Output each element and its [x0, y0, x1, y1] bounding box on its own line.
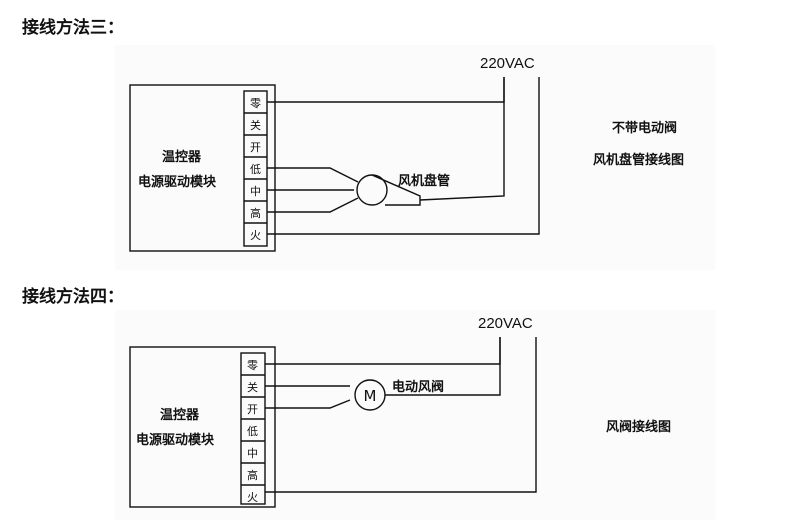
wire-high-1 — [267, 197, 359, 213]
terminal-label: 开 — [250, 141, 261, 154]
diagram-panel-1 — [115, 45, 715, 270]
terminal-label: 关 — [250, 118, 261, 132]
terminal-label: 中 — [250, 185, 261, 198]
fan-coil-outlet — [371, 174, 421, 206]
section-heading-4: 接线方法四： — [22, 287, 124, 307]
terminal-label: 中 — [247, 447, 258, 460]
terminal-label: 零 — [247, 359, 258, 372]
caption-1b: 风机盘管接线图 — [593, 152, 684, 168]
controller-label-1a: 温控器 — [162, 149, 202, 165]
live-wire-2 — [265, 337, 537, 493]
terminal-strip-2 — [240, 352, 266, 505]
motor-common-wire-2 — [385, 337, 501, 396]
controller-label-2b: 电源驱动模块 — [136, 432, 215, 448]
terminal-label: 低 — [250, 163, 261, 176]
terminal-label: 火 — [250, 229, 261, 242]
terminal-label: 火 — [247, 491, 258, 504]
motor-symbol: M — [364, 387, 377, 405]
fan-common-wire-1 — [419, 77, 505, 201]
wire-open-2 — [265, 399, 351, 409]
wire-low-1 — [267, 167, 359, 183]
diagram-panel-2 — [115, 310, 715, 520]
supply-label-1: 220VAC — [480, 55, 535, 72]
terminal-label: 低 — [247, 425, 258, 438]
terminal-label: 关 — [247, 380, 258, 394]
neutral-wire-1 — [267, 77, 505, 103]
supply-label-2: 220VAC — [478, 315, 533, 332]
caption-1a: 不带电动阀 — [612, 120, 677, 136]
section-heading-3: 接线方法三： — [22, 18, 124, 38]
controller-box-2 — [129, 346, 276, 508]
controller-label-1b: 电源驱动模块 — [138, 174, 217, 190]
neutral-wire-2 — [265, 337, 501, 365]
terminal-labels-2: 零 关 开 低 中 高 火 — [247, 359, 258, 504]
terminal-labels-1: 零 关 开 低 中 高 火 — [250, 97, 261, 242]
controller-label-2a: 温控器 — [160, 407, 200, 423]
terminal-label: 高 — [250, 206, 261, 220]
device-label-2: 电动风阀 — [392, 379, 444, 395]
caption-2: 风阀接线图 — [606, 419, 671, 435]
terminal-label: 高 — [247, 468, 258, 482]
terminal-label: 开 — [247, 403, 258, 416]
device-label-1: 风机盘管 — [398, 173, 450, 189]
terminal-label: 零 — [250, 97, 261, 110]
live-wire-1 — [267, 77, 540, 235]
